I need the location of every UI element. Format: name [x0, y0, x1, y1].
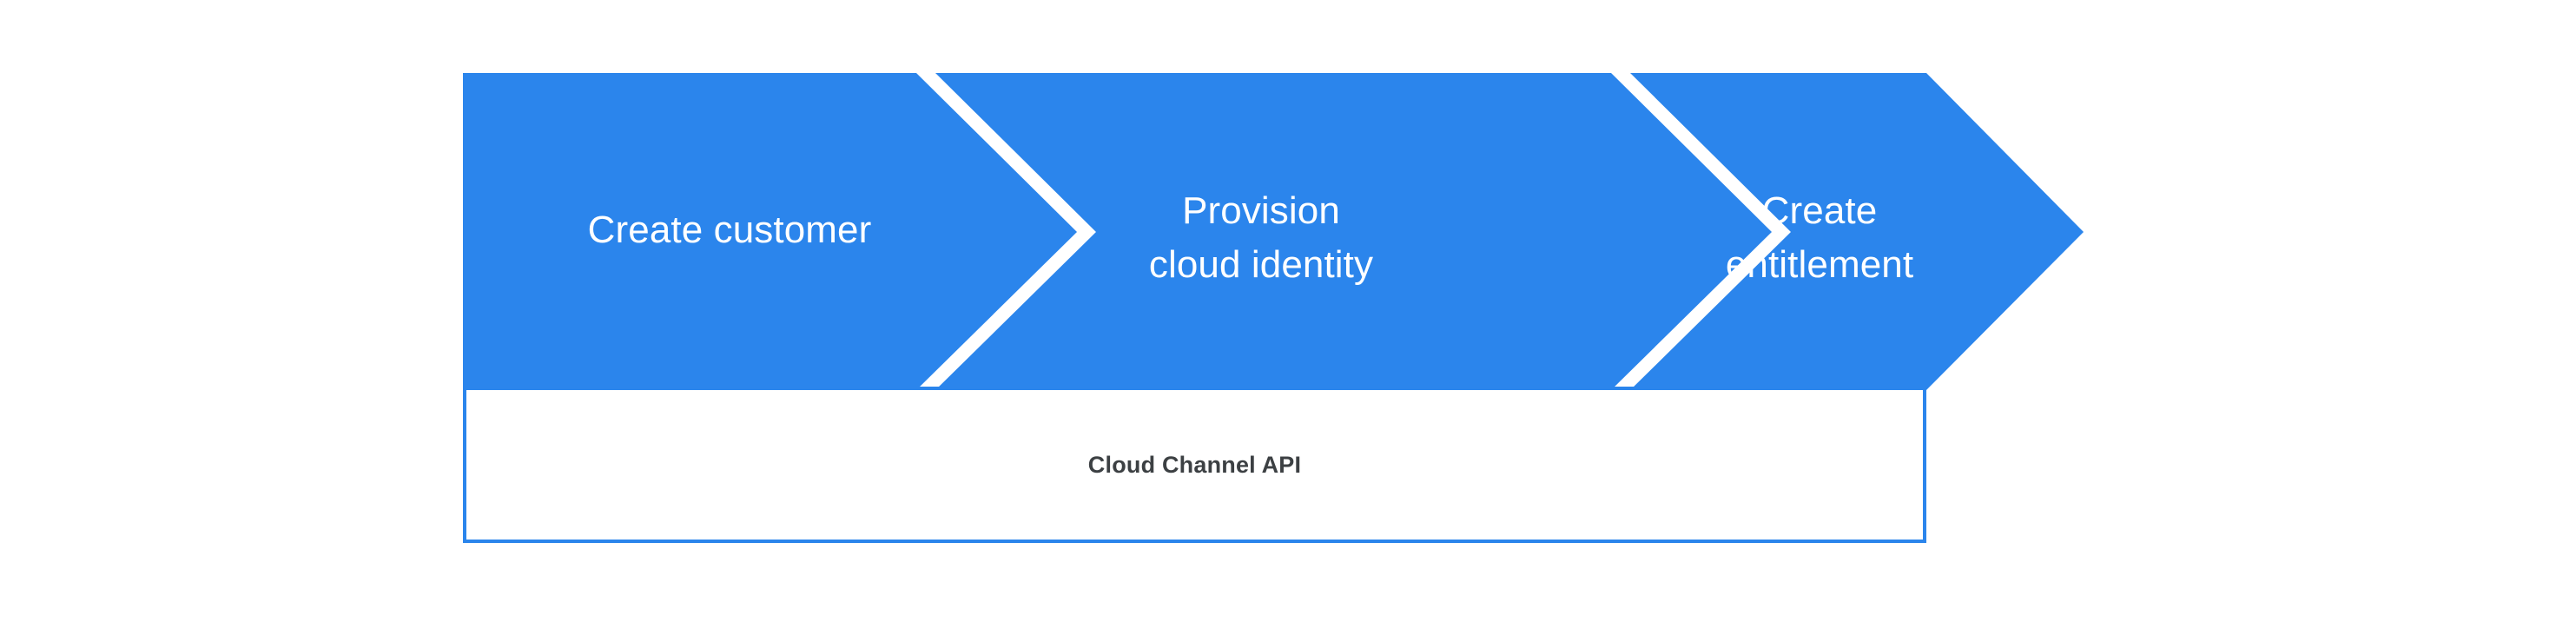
step-shape-3[interactable]: [1630, 73, 2084, 390]
step-shape-1[interactable]: [463, 73, 1077, 390]
cloud-channel-api-label: Cloud Channel API: [1087, 451, 1302, 478]
cloud-channel-api-bar[interactable]: Cloud Channel API: [463, 387, 1926, 543]
step-shape-2[interactable]: [935, 73, 1772, 390]
process-flow-band: [463, 73, 2084, 390]
band-api-bar-seam: [466, 387, 1923, 390]
